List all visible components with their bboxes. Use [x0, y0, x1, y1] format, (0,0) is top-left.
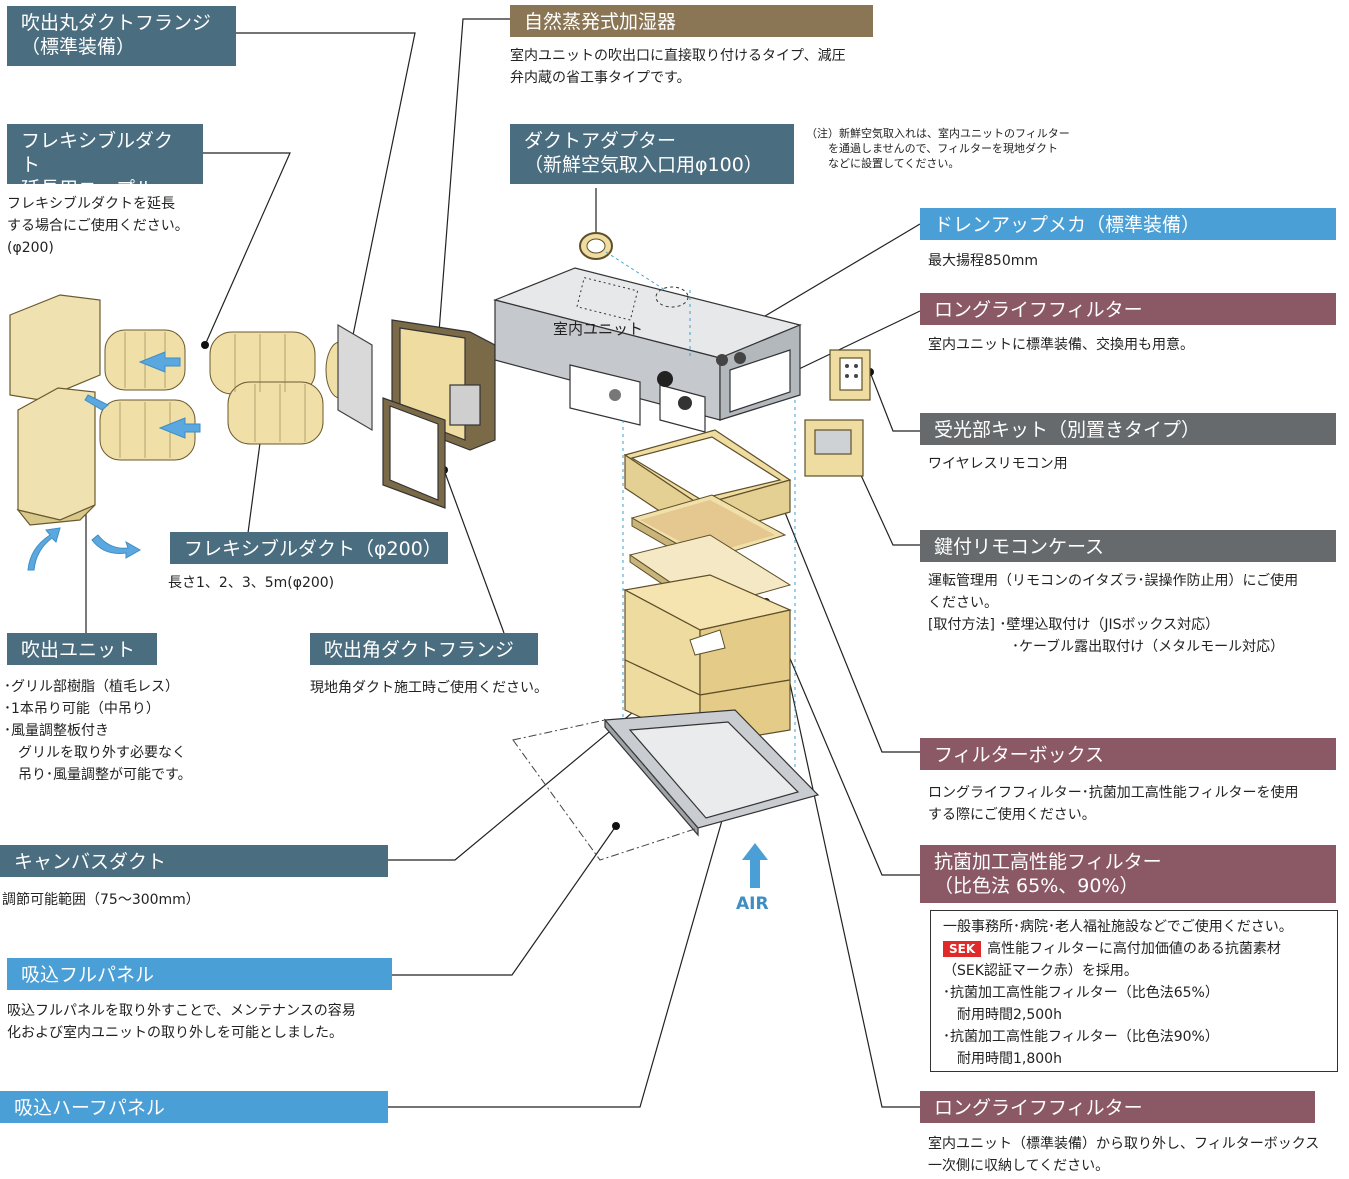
- label-remote-case: 鍵付リモコンケース: [920, 530, 1336, 562]
- indoor-unit-caption: 室内ユニット: [553, 320, 644, 338]
- label-square-duct-flange: 吹出角ダクトフランジ: [310, 633, 538, 665]
- label-humidifier: 自然蒸発式加湿器: [510, 5, 873, 37]
- label-flex-duct: フレキシブルダクト（φ200）: [170, 532, 448, 564]
- label-drain-up: ドレンアップメカ（標準装備）: [920, 208, 1336, 240]
- antibacterial-line5: 耐用時間2,500h: [943, 1007, 1062, 1023]
- antibacterial-line2-row: SEK 高性能フィルターに高付加価値のある抗菌素材: [943, 938, 1281, 960]
- antibacterial-line3: （SEK認証マーク赤）を採用。: [943, 963, 1138, 979]
- antibacterial-line4: ･抗菌加工高性能フィルター（比色法65%）: [943, 985, 1219, 1001]
- label-flex-duct-nipple: フレキシブルダクト 延長用ニップル: [7, 124, 203, 200]
- desc-drain-up: 最大揚程850mm: [928, 253, 1038, 269]
- antibacterial-line6: ･抗菌加工高性能フィルター（比色法90%）: [943, 1029, 1219, 1045]
- desc-remote-case: 運転管理用（リモコンのイタズラ･誤操作防止用）にご使用 ください。 [取付方法]…: [928, 573, 1299, 655]
- antibacterial-line1: 一般事務所･病院･老人福祉施設などでご使用ください。: [943, 919, 1293, 935]
- desc-outlet-unit: ･グリル部樹脂（植毛レス） ･1本吊り可能（中吊り） ･風量調整板付き グリルを…: [4, 679, 192, 783]
- desc-flex-duct-nipple: フレキシブルダクトを延長 する場合にご使用ください。 (φ200): [7, 196, 189, 256]
- desc-long-life-filter-top: 室内ユニットに標準装備、交換用も用意。: [928, 337, 1194, 353]
- label-long-life-filter-bottom: ロングライフフィルター: [920, 1091, 1315, 1123]
- desc-duct-adapter-note: （注）新鮮空気取入れは、室内ユニットのフィルター を通過しませんので、フィルター…: [806, 127, 1070, 170]
- label-duct-adapter: ダクトアダプター （新鮮空気取入口用φ100）: [510, 124, 794, 184]
- label-long-life-filter-top: ロングライフフィルター: [920, 293, 1336, 325]
- sek-badge: SEK: [943, 941, 982, 957]
- label-filter-box: フィルターボックス: [920, 738, 1336, 770]
- air-caption: AIR: [736, 894, 769, 914]
- label-canvas-duct: キャンバスダクト: [0, 845, 388, 877]
- desc-humidifier: 室内ユニットの吹出口に直接取り付けるタイプ、減圧 弁内蔵の省工事タイプです。: [510, 48, 846, 86]
- label-round-duct-flange: 吹出丸ダクトフランジ （標準装備）: [7, 6, 236, 66]
- antibacterial-info-box: 一般事務所･病院･老人福祉施設などでご使用ください。 SEK 高性能フィルターに高…: [930, 910, 1338, 1072]
- desc-suction-full-panel: 吸込フルパネルを取り外すことで、メンテナンスの容易 化および室内ユニットの取り外…: [7, 1003, 356, 1041]
- antibacterial-line7: 耐用時間1,800h: [943, 1051, 1062, 1067]
- label-antibacterial-filter: 抗菌加工高性能フィルター （比色法 65%、90%）: [920, 845, 1336, 903]
- leader-lines: [85, 18, 921, 1108]
- label-receiver-kit: 受光部キット（別置きタイプ）: [920, 413, 1336, 445]
- desc-canvas-duct: 調節可能範囲（75～300mm）: [2, 892, 200, 908]
- desc-filter-box: ロングライフフィルター･抗菌加工高性能フィルターを使用 する際にご使用ください。: [928, 785, 1299, 823]
- desc-square-duct-flange: 現地角ダクト施工時ご使用ください。: [310, 680, 548, 696]
- desc-long-life-filter-bottom: 室内ユニット（標準装備）から取り外し、フィルターボックス 一次側に収納してくださ…: [928, 1136, 1320, 1174]
- label-suction-full-panel: 吸込フルパネル: [7, 958, 392, 990]
- label-outlet-unit: 吹出ユニット: [7, 633, 157, 665]
- desc-flex-duct: 長さ1、2、3、5m(φ200): [168, 575, 335, 591]
- label-suction-half-panel: 吸込ハーフパネル: [0, 1091, 388, 1123]
- antibacterial-line2: 高性能フィルターに高付加価値のある抗菌素材: [987, 941, 1281, 957]
- desc-receiver-kit: ワイヤレスリモコン用: [928, 456, 1068, 472]
